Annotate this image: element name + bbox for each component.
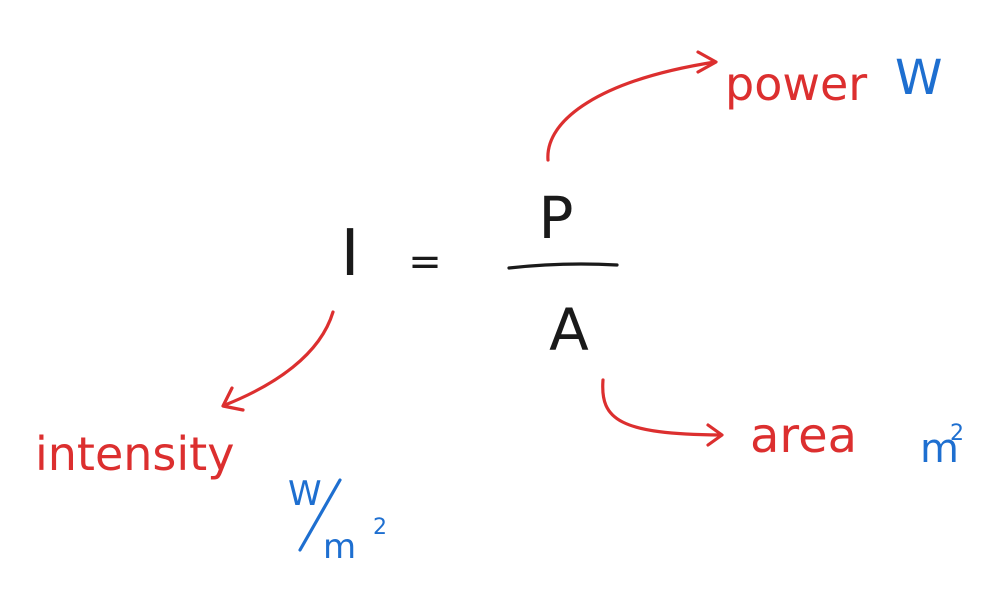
fraction-bar xyxy=(507,262,619,270)
formula-lhs: I xyxy=(341,217,360,291)
formula-denominator: A xyxy=(549,296,589,364)
formula-numerator: P xyxy=(539,184,574,252)
area-unit-exp: 2 xyxy=(950,421,964,446)
power-label: power xyxy=(725,57,867,111)
arrowhead-area xyxy=(706,423,724,447)
intensity-unit-slash xyxy=(298,478,342,552)
area-label: area xyxy=(750,408,857,464)
arrow-to-power xyxy=(546,60,717,162)
intensity-unit-den-base: m xyxy=(323,527,356,567)
power-unit: W xyxy=(895,50,942,106)
intensity-label: intensity xyxy=(35,427,234,481)
formula-equals: = xyxy=(408,239,442,285)
arrow-to-area xyxy=(601,378,722,437)
intensity-unit-den-exp: 2 xyxy=(373,515,387,540)
arrow-to-intensity xyxy=(223,310,335,407)
area-unit-base: m xyxy=(920,426,959,472)
arrowhead-intensity xyxy=(221,386,245,412)
arrowhead-power xyxy=(696,50,718,74)
intensity-unit-numerator: W xyxy=(288,474,322,514)
